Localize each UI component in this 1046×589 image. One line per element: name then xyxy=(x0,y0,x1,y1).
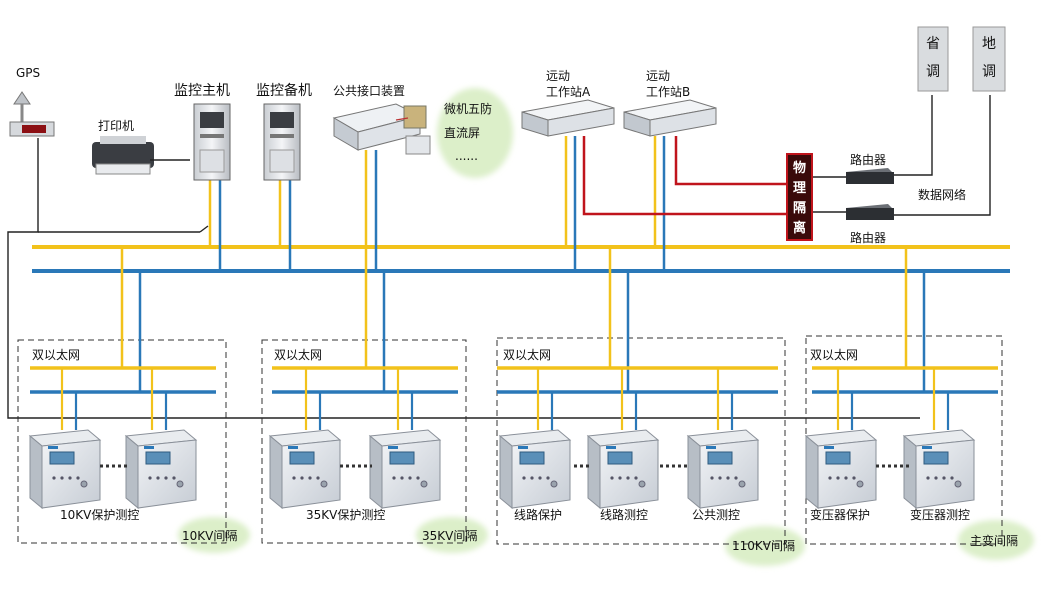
gps-device: GPS xyxy=(9,66,55,137)
bay2-devices-label: 35KV保护测控 xyxy=(306,508,385,522)
device-drops xyxy=(60,368,950,430)
district-char-1: 地 xyxy=(982,36,996,52)
bay-cloud-4 xyxy=(958,520,1034,560)
province-dispatch: 省 调 xyxy=(917,26,949,92)
bay3-net-label: 双以太网 xyxy=(503,347,551,362)
remote-a-line1: 远动 xyxy=(546,69,570,83)
backup-host-label: 监控备机 xyxy=(256,82,312,99)
protection-device xyxy=(902,429,976,510)
cloud-top-line2: 直流屏 xyxy=(444,126,480,140)
isolation-char-2: 理 xyxy=(793,181,806,196)
host-drops xyxy=(208,136,666,271)
main-host: 监控主机 xyxy=(174,83,231,181)
bay-buses xyxy=(30,366,998,394)
router-2-label: 路由器 xyxy=(850,230,886,245)
data-network-label: 数据网络 xyxy=(918,187,966,202)
physical-isolation: 物 理 隔 离 xyxy=(786,153,813,241)
protection-device xyxy=(686,429,760,510)
bay3-label: 110KV间隔 xyxy=(732,539,795,553)
protection-device xyxy=(804,429,878,510)
isolation-char-3: 隔 xyxy=(793,200,806,216)
remote-workstation-b: 远动 工作站B xyxy=(623,69,717,137)
bay-frame-35kv xyxy=(261,339,467,544)
protection-device xyxy=(498,429,572,510)
cloud-top-line3: ...... xyxy=(455,149,478,163)
isolation-char-1: 物 xyxy=(793,160,806,176)
protection-device xyxy=(268,429,342,510)
backup-host: 监控备机 xyxy=(256,82,312,181)
bay-frame-110kv xyxy=(496,337,786,545)
printer: 打印机 xyxy=(92,119,190,175)
bay3-device-label-3: 公共测控 xyxy=(692,508,740,522)
main-host-label: 监控主机 xyxy=(174,83,230,99)
province-char-1: 省 xyxy=(926,36,940,52)
bay4-net-label: 双以太网 xyxy=(810,347,858,362)
bay2-label: 35KV间隔 xyxy=(422,529,477,543)
remote-workstation-a: 远动 工作站A xyxy=(521,69,615,137)
router-2: 路由器 xyxy=(846,204,894,245)
remote-a-line2: 工作站A xyxy=(546,85,591,99)
protection-device xyxy=(28,429,102,510)
bay1-label: 10KV间隔 xyxy=(182,529,237,543)
bay4-label: 主变间隔 xyxy=(970,533,1018,548)
province-char-2: 调 xyxy=(926,64,940,80)
remote-b-line2: 工作站B xyxy=(646,85,690,99)
protection-device xyxy=(586,429,660,510)
protection-device xyxy=(124,429,198,510)
bay3-device-label-1: 线路保护 xyxy=(514,507,562,522)
router-links xyxy=(812,95,991,216)
remote-b-line1: 远动 xyxy=(646,69,670,83)
bay3-device-label-2: 线路测控 xyxy=(600,507,648,522)
bay4-device-label-2: 变压器测控 xyxy=(910,507,970,522)
bay-risers xyxy=(120,247,926,392)
gps-sync-lines xyxy=(7,138,920,419)
common-interface-label: 公共接口装置 xyxy=(333,83,405,98)
router-1-label: 路由器 xyxy=(850,152,886,167)
protection-device xyxy=(368,429,442,510)
bay-cloud-1 xyxy=(178,517,250,553)
red-links xyxy=(582,136,787,216)
router-1: 路由器 xyxy=(846,152,894,184)
bay4-device-label-1: 变压器保护 xyxy=(810,507,870,522)
printer-label: 打印机 xyxy=(98,119,134,133)
cloud-top-line1: 微机五防 xyxy=(444,101,492,116)
common-interface-device: 公共接口装置 xyxy=(332,83,431,155)
bay1-devices-label: 10KV保护测控 xyxy=(60,508,139,522)
bay2-net-label: 双以太网 xyxy=(274,347,322,362)
cloud-top: 微机五防 直流屏 ...... xyxy=(437,88,513,178)
isolation-char-4: 离 xyxy=(793,220,806,236)
bay1-net-label: 双以太网 xyxy=(32,347,80,362)
district-char-2: 调 xyxy=(982,64,996,80)
district-dispatch: 地 调 xyxy=(972,26,1006,92)
bay-cloud-2 xyxy=(416,517,488,553)
gps-label: GPS xyxy=(16,66,40,80)
protection-devices xyxy=(28,429,976,510)
